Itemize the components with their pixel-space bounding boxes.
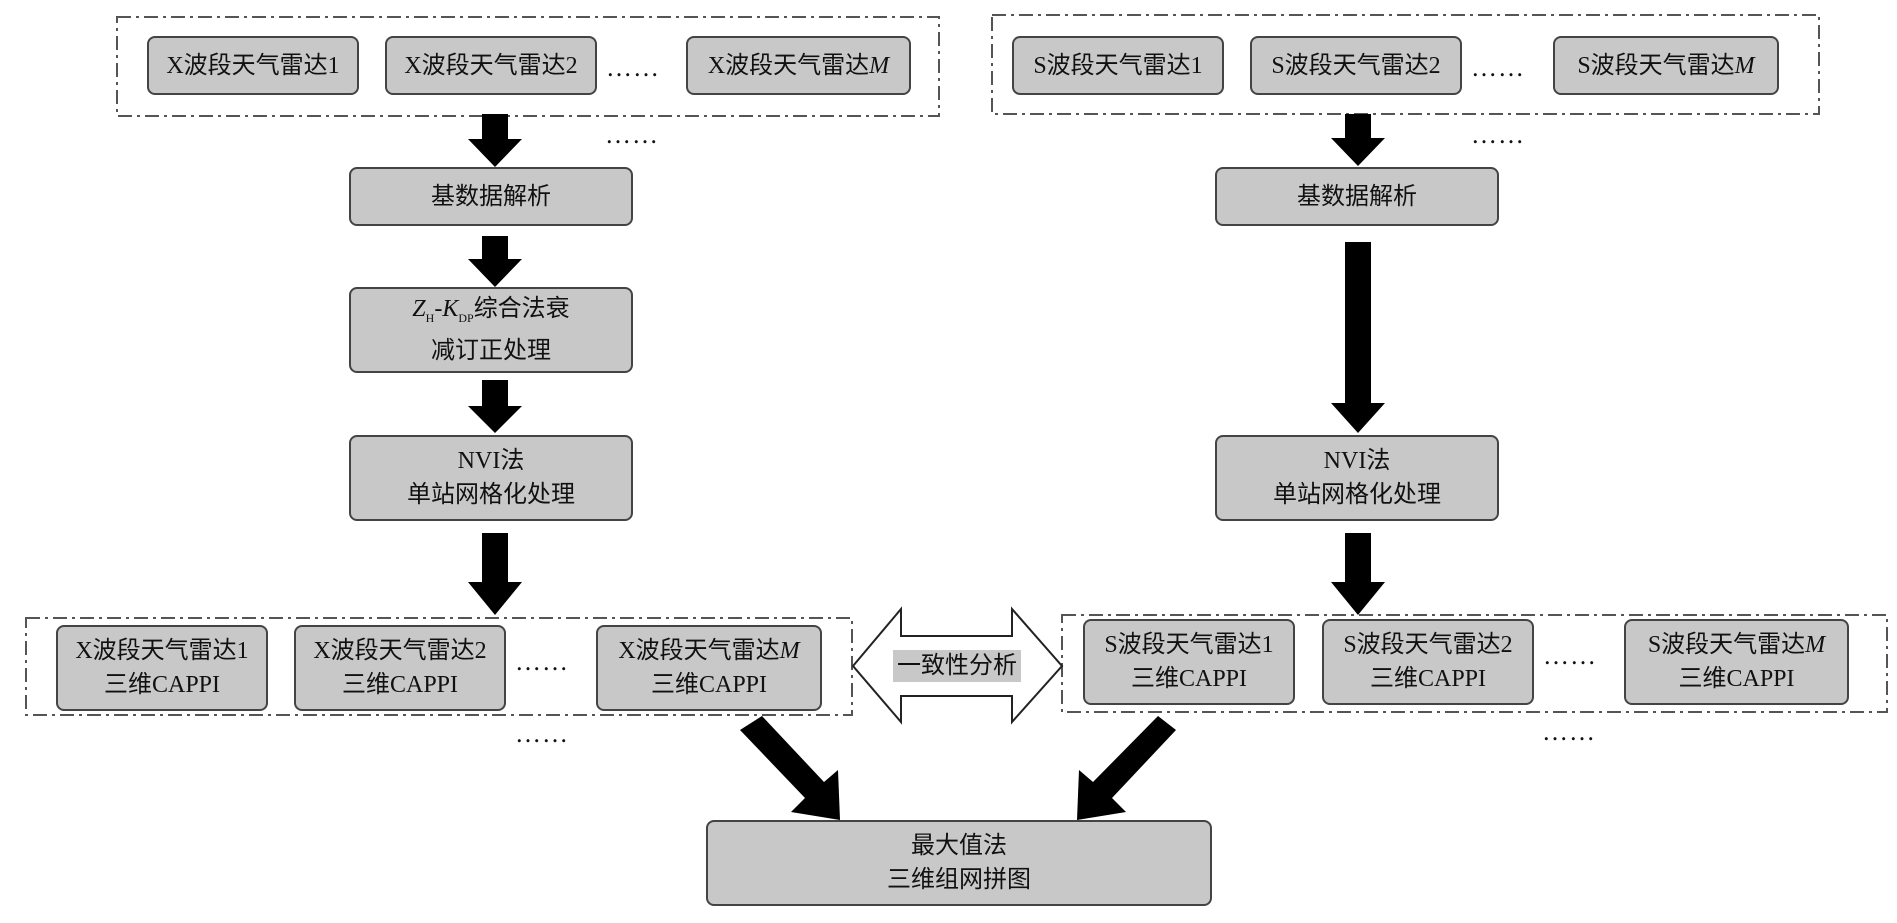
- s-cappi-more-ellipsis: ……: [1542, 717, 1596, 746]
- s-cappi-1-line-1: S波段天气雷达1: [1104, 632, 1274, 658]
- arrow-right-1: [1331, 114, 1385, 166]
- arrow-diagonal-right: [1077, 716, 1176, 820]
- x-radar-2: X波段天气雷达2: [385, 36, 597, 95]
- s-cappi-ellipsis: ……: [1543, 641, 1597, 670]
- x-cappi-more-ellipsis: ……: [515, 719, 569, 748]
- arrow-right-3: [1331, 533, 1385, 615]
- k-subscript: DP: [458, 310, 474, 325]
- mosaic-line-2: 三维组网拼图: [887, 867, 1031, 893]
- x-cappi-2-line-1: X波段天气雷达2: [313, 638, 487, 664]
- x-cappi-m-line-2: 三维CAPPI: [650, 672, 768, 698]
- dash: -: [434, 295, 443, 322]
- s-radar-more-ellipsis: ……: [1471, 120, 1525, 149]
- s-cappi-m-line-2: 三维CAPPI: [1678, 666, 1795, 692]
- z-symbol: Z: [412, 295, 426, 322]
- k-symbol: K: [442, 295, 459, 322]
- x-cappi-ellipsis: ……: [515, 647, 569, 676]
- z-subscript: H: [425, 310, 435, 325]
- s-cappi-2-line-2: 三维CAPPI: [1369, 666, 1487, 692]
- s-radar-2-label: S波段天气雷达2: [1271, 52, 1441, 79]
- s-cappi-2-line-1: S波段天气雷达2: [1343, 632, 1513, 658]
- arrow-left-1: [468, 114, 522, 167]
- arrow-left-4: [468, 533, 522, 615]
- left-decode-label: 基数据解析: [431, 183, 551, 210]
- left-gridding-line-2: 单站网格化处理: [407, 482, 575, 508]
- s-cappi-1-line-2: 三维CAPPI: [1130, 666, 1248, 692]
- s-cappi-m-line-1: S波段天气雷达M: [1647, 632, 1826, 658]
- mosaic-line-1: 最大值法: [911, 833, 1007, 859]
- s-cappi-1: S波段天气雷达1 三维CAPPI: [1083, 619, 1295, 705]
- arrow-left-3: [468, 380, 522, 433]
- x-cappi-1: X波段天气雷达1 三维CAPPI: [56, 625, 268, 711]
- consistency-analysis-label: 一致性分析: [893, 650, 1021, 682]
- left-gridding-line-1: NVI法: [457, 448, 525, 474]
- x-radar-ellipsis: ……: [606, 53, 660, 82]
- s-radar-group-frame: [991, 14, 1820, 115]
- x-cappi-m-line-1: X波段天气雷达M: [618, 638, 800, 664]
- x-radar-2-label: X波段天气雷达2: [404, 52, 578, 79]
- s-radar-1: S波段天气雷达1: [1012, 36, 1224, 95]
- x-cappi-1-line-1: X波段天气雷达1: [75, 638, 249, 664]
- arrow-right-2: [1331, 242, 1385, 433]
- left-gridding-box: NVI法 单站网格化处理: [349, 435, 633, 521]
- attenuation-line-2: 减订正处理: [431, 338, 551, 365]
- x-cappi-1-line-2: 三维CAPPI: [103, 672, 221, 698]
- arrow-left-2: [468, 236, 522, 287]
- s-cappi-m: S波段天气雷达M 三维CAPPI: [1624, 619, 1849, 705]
- attenuation-line-1-suffix: 综合法衰: [473, 295, 570, 322]
- x-radar-m: X波段天气雷达M: [686, 36, 911, 95]
- x-cappi-group-frame: [25, 617, 853, 716]
- x-cappi-m: X波段天气雷达M 三维CAPPI: [596, 625, 822, 711]
- x-cappi-2: X波段天气雷达2 三维CAPPI: [294, 625, 506, 711]
- x-radar-m-label: X波段天气雷达M: [707, 52, 890, 79]
- left-decode-box: 基数据解析: [349, 167, 633, 226]
- mosaic-box: 最大值法 三维组网拼图: [706, 820, 1212, 906]
- right-decode-box: 基数据解析: [1215, 167, 1499, 226]
- x-radar-1-label: X波段天气雷达1: [166, 52, 340, 79]
- right-decode-label: 基数据解析: [1297, 183, 1417, 210]
- attenuation-correction-box: ZH-KDP综合法衰 减订正处理: [349, 287, 633, 373]
- x-radar-more-ellipsis: ……: [605, 120, 659, 149]
- right-gridding-box: NVI法 单站网格化处理: [1215, 435, 1499, 521]
- s-radar-ellipsis: ……: [1471, 53, 1525, 82]
- s-radar-1-label: S波段天气雷达1: [1033, 52, 1203, 79]
- x-radar-1: X波段天气雷达1: [147, 36, 359, 95]
- right-gridding-line-1: NVI法: [1323, 448, 1391, 474]
- x-cappi-2-line-2: 三维CAPPI: [341, 672, 459, 698]
- attenuation-line-1: ZH-KDP综合法衰: [412, 292, 569, 335]
- s-cappi-2: S波段天气雷达2 三维CAPPI: [1322, 619, 1534, 705]
- right-gridding-line-2: 单站网格化处理: [1273, 482, 1441, 508]
- s-radar-2: S波段天气雷达2: [1250, 36, 1462, 95]
- s-cappi-group-frame: [1061, 614, 1888, 713]
- s-radar-m-label: S波段天气雷达M: [1577, 52, 1755, 79]
- arrow-diagonal-left: [740, 716, 840, 820]
- x-radar-group-frame: [116, 16, 940, 117]
- s-radar-m: S波段天气雷达M: [1553, 36, 1779, 95]
